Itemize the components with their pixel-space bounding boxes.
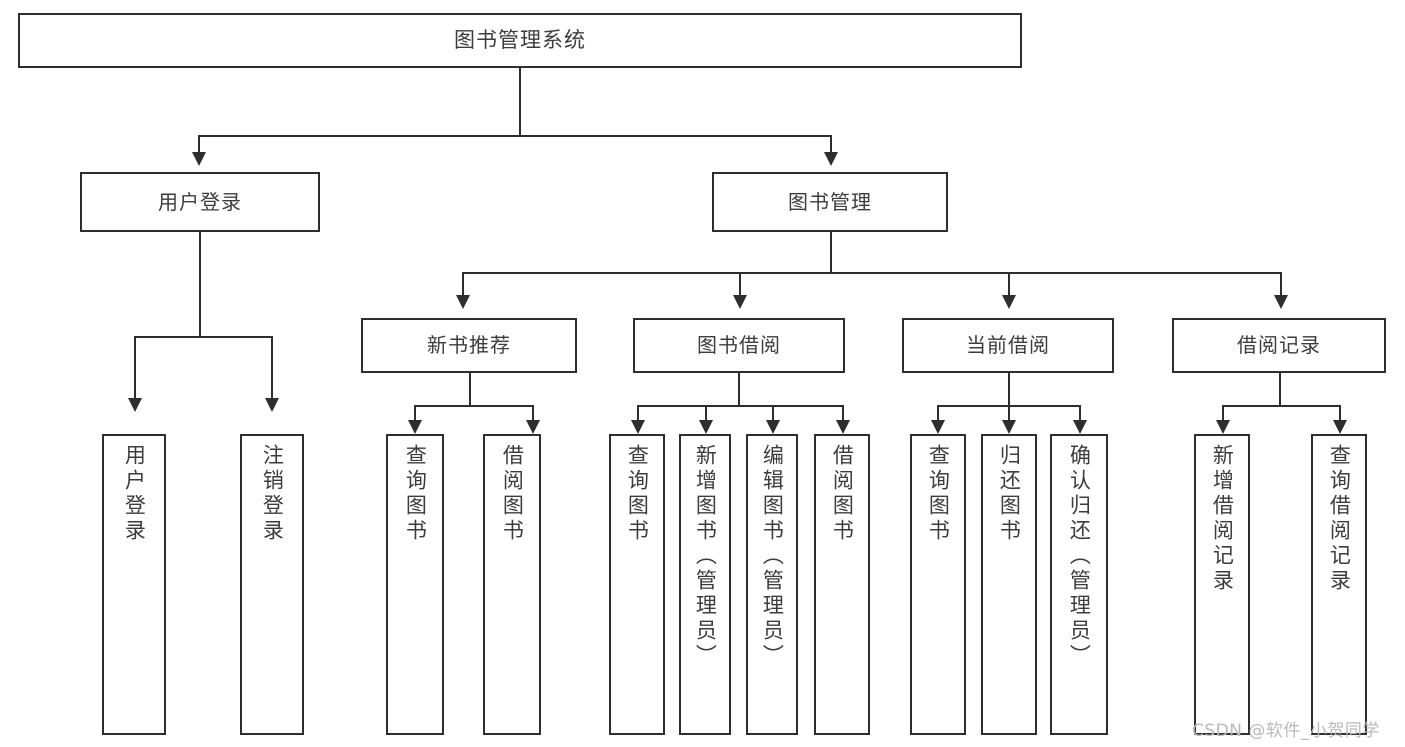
node-root-system[interactable]: 图书管理系统 <box>18 13 1022 68</box>
node-label: 用户登录 <box>158 189 242 214</box>
edge-borrow-record-stem <box>1279 373 1281 406</box>
edge-book-mgmt-drop-3 <box>1008 272 1010 296</box>
node-leaf-borrow-book[interactable]: 借阅图书 <box>814 434 870 735</box>
edge-book-borrow-drop-2 <box>705 405 707 421</box>
edge-book-borrow-drop-1 <box>637 405 639 421</box>
node-leaf-add-borrow-record[interactable]: 新增借阅记录 <box>1194 434 1250 735</box>
edge-user-login-drop-2 <box>271 336 273 399</box>
node-label: 编辑图书（管理员） <box>760 444 785 669</box>
node-leaf-query-borrow-record[interactable]: 查询借阅记录 <box>1311 434 1367 735</box>
node-label: 图书管理系统 <box>454 28 586 53</box>
node-current-borrow[interactable]: 当前借阅 <box>902 318 1114 373</box>
arrow-current-borrow-leaf-1 <box>931 420 945 434</box>
node-label: 新书推荐 <box>427 333 511 357</box>
node-label: 新增借阅记录 <box>1210 444 1235 594</box>
edge-current-borrow-drop-3 <box>1079 405 1081 421</box>
edge-user-login-bar <box>134 336 272 338</box>
node-leaf-user-login[interactable]: 用户登录 <box>102 434 166 735</box>
edge-new-book-drop-2 <box>532 405 534 421</box>
edge-borrow-record-drop-2 <box>1339 405 1341 421</box>
node-leaf-confirm-return-admin[interactable]: 确认归还（管理员） <box>1050 434 1108 735</box>
node-leaf-return-book[interactable]: 归还图书 <box>981 434 1037 735</box>
edge-root-to-book-mgmt <box>830 135 832 153</box>
node-label: 确认归还（管理员） <box>1067 444 1092 669</box>
edge-user-login-stem <box>199 232 201 337</box>
edge-root-stem <box>519 68 521 136</box>
edge-current-borrow-drop-2 <box>1008 405 1010 421</box>
node-label: 查询借阅记录 <box>1327 444 1352 594</box>
arrow-to-borrow-record <box>1274 295 1288 309</box>
edge-book-borrow-stem <box>738 373 740 406</box>
arrow-to-book-mgmt <box>824 152 838 166</box>
edge-book-borrow-drop-3 <box>772 405 774 421</box>
watermark-text: CSDN @软件_小贺同学 <box>1192 721 1380 741</box>
arrow-book-borrow-leaf-4 <box>836 420 850 434</box>
node-label: 归还图书 <box>997 444 1022 544</box>
node-label: 新增图书（管理员） <box>693 444 718 669</box>
arrow-to-user-login <box>192 152 206 166</box>
node-label: 借阅记录 <box>1237 333 1321 357</box>
arrow-current-borrow-leaf-3 <box>1073 420 1087 434</box>
node-book-management[interactable]: 图书管理 <box>712 172 948 232</box>
node-leaf-logout[interactable]: 注销登录 <box>240 434 304 735</box>
node-leaf-query-book-borrow[interactable]: 查询图书 <box>609 434 665 735</box>
edge-book-mgmt-stem <box>830 232 832 273</box>
node-leaf-query-book-current[interactable]: 查询图书 <box>910 434 966 735</box>
node-borrow-record[interactable]: 借阅记录 <box>1172 318 1386 373</box>
arrow-to-current-borrow <box>1002 295 1016 309</box>
node-label: 当前借阅 <box>966 333 1050 357</box>
edge-borrow-record-drop-1 <box>1222 405 1224 421</box>
node-user-login[interactable]: 用户登录 <box>80 172 320 232</box>
node-new-book-recommend[interactable]: 新书推荐 <box>361 318 577 373</box>
node-label: 借阅图书 <box>500 444 525 544</box>
edge-root-bar <box>198 135 832 137</box>
edge-new-book-stem <box>469 373 471 406</box>
node-leaf-edit-book-admin[interactable]: 编辑图书（管理员） <box>746 434 798 735</box>
node-label: 查询图书 <box>625 444 650 544</box>
node-label: 图书管理 <box>788 189 872 214</box>
node-label: 用户登录 <box>122 444 147 544</box>
node-book-borrow[interactable]: 图书借阅 <box>633 318 845 373</box>
node-label: 注销登录 <box>260 444 285 544</box>
node-label: 查询图书 <box>403 444 428 544</box>
edge-current-borrow-stem <box>1008 373 1010 406</box>
edge-user-login-drop-1 <box>134 336 136 399</box>
edge-current-borrow-drop-1 <box>937 405 939 421</box>
edge-borrow-record-bar <box>1222 405 1339 407</box>
node-leaf-add-book-admin[interactable]: 新增图书（管理员） <box>679 434 731 735</box>
edge-root-to-user-login <box>198 135 200 153</box>
arrow-book-borrow-leaf-1 <box>631 420 645 434</box>
node-leaf-borrow-book-recommend[interactable]: 借阅图书 <box>483 434 541 735</box>
node-label: 借阅图书 <box>830 444 855 544</box>
arrow-borrow-record-leaf-2 <box>1333 420 1347 434</box>
arrow-borrow-record-leaf-1 <box>1216 420 1230 434</box>
edge-book-mgmt-bar <box>462 272 1280 274</box>
arrow-new-book-leaf-2 <box>526 420 540 434</box>
node-label: 图书借阅 <box>697 333 781 357</box>
node-label: 查询图书 <box>926 444 951 544</box>
edge-new-book-bar <box>414 405 532 407</box>
edge-new-book-drop-1 <box>414 405 416 421</box>
arrow-user-login-leaf-1 <box>128 398 142 412</box>
edge-book-mgmt-drop-1 <box>462 272 464 296</box>
edge-book-mgmt-drop-2 <box>739 272 741 296</box>
arrow-to-new-book-recommend <box>456 295 470 309</box>
edge-book-mgmt-drop-4 <box>1280 272 1282 296</box>
arrow-user-login-leaf-2 <box>265 398 279 412</box>
arrow-new-book-leaf-1 <box>408 420 422 434</box>
arrow-book-borrow-leaf-3 <box>766 420 780 434</box>
arrow-book-borrow-leaf-2 <box>699 420 713 434</box>
arrow-current-borrow-leaf-2 <box>1002 420 1016 434</box>
arrow-to-book-borrow <box>733 295 747 309</box>
node-leaf-query-book-recommend[interactable]: 查询图书 <box>386 434 444 735</box>
edge-book-borrow-bar <box>637 405 842 407</box>
edge-book-borrow-drop-4 <box>842 405 844 421</box>
